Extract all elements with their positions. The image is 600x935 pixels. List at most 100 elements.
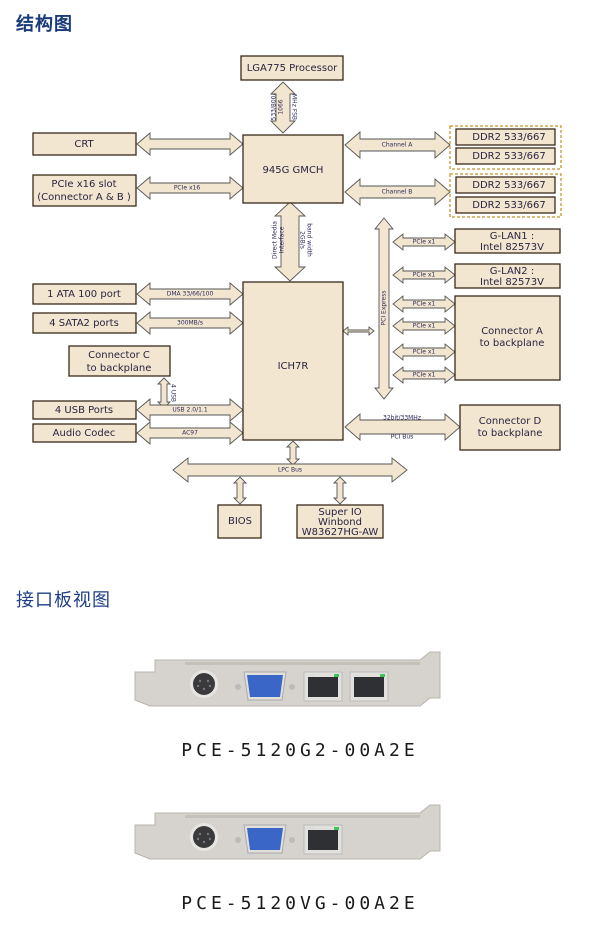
- bios-label: BIOS: [228, 516, 252, 527]
- io-bracket-2: [134, 804, 441, 860]
- pci-speed-label: 32bit/33MHz: [383, 415, 421, 422]
- glan1-label-2: Intel 82573V: [480, 242, 544, 253]
- pcie-x1-label: PCIe x1: [413, 301, 436, 308]
- ddr-a1-label: DDR2 533/667: [472, 132, 545, 143]
- usb4-arrow: [156, 377, 172, 409]
- block-diagram-title: 结构图: [16, 14, 73, 35]
- glan2-label-1: G-LAN2 :: [490, 266, 534, 277]
- connector-a-block: [454, 295, 561, 381]
- connector-d-block: [459, 404, 561, 451]
- lpc-bus-arrow: [172, 457, 408, 483]
- ddr-b2-block: [455, 196, 556, 214]
- ddr-b1-block: [455, 176, 556, 194]
- ich-label: ICH7R: [278, 361, 309, 372]
- channel-b-label: Channel B: [382, 189, 413, 196]
- rj45-port: [303, 824, 343, 855]
- ddr-a2-label: DDR2 533/667: [472, 151, 545, 162]
- ich-lpc-arrow: [285, 440, 301, 466]
- pcie-x1-label: PCIe x1: [413, 323, 436, 330]
- fsb-arrow: [269, 81, 297, 134]
- connector-d-label-1: Connector D: [479, 416, 542, 427]
- dmi-label-2: Interface: [279, 226, 286, 253]
- ata-block: [32, 283, 137, 305]
- lpc-bios-arrow: [232, 476, 248, 505]
- pci-express-bus: [374, 217, 394, 400]
- super-io-label-1: Super IO: [318, 507, 361, 518]
- sata-label: 4 SATA2 ports: [49, 318, 119, 329]
- glan1-label-1: G-LAN1 :: [490, 231, 534, 242]
- rj45-port: [303, 671, 343, 702]
- dmi-label-1: Direct Media: [272, 221, 279, 259]
- usb-version-label: USB 2.0/1.1: [172, 407, 208, 414]
- connector-c-label-1: Connector C: [88, 350, 150, 361]
- ac97-label: AC97: [182, 430, 198, 437]
- pcie-x1-label: PCIe x1: [413, 372, 436, 379]
- sata-speed-label: 300MB/s: [177, 320, 203, 327]
- ps2-port: [190, 823, 218, 851]
- fsb-label-2: 1066: [278, 99, 285, 114]
- usb4-label: 4 USB: [170, 384, 177, 402]
- usb-label: 4 USB Ports: [55, 405, 113, 416]
- sata-block: [32, 312, 137, 334]
- super-io-label-3: W83627HG-AW: [302, 527, 379, 538]
- crt-label: CRT: [74, 139, 94, 150]
- pcie-x1-label: PCIe x1: [413, 272, 436, 279]
- vga-port: [235, 824, 295, 854]
- pcie-x16-label: PCIe x16: [174, 185, 201, 192]
- glan2-label-2: Intel 82573V: [480, 277, 544, 288]
- dmi-arrow: [273, 201, 307, 282]
- channel-a-arrow: [344, 131, 451, 159]
- pcie-slot-label-1: PCIe x16 slot: [51, 179, 116, 190]
- block-diagram: LGA775 Processor 945G GMCH CRT PCIe x16 …: [32, 55, 562, 539]
- ddr-b2-label: DDR2 533/667: [472, 200, 545, 211]
- connector-a-label-1: Connector A: [481, 326, 543, 337]
- bios-block: [217, 504, 262, 539]
- glan2-block: [454, 263, 561, 289]
- cpu-block: [240, 55, 344, 81]
- vga-port: [235, 671, 295, 701]
- cpu-label: LGA775 Processor: [247, 63, 338, 74]
- gmch-label: 945G GMCH: [263, 165, 324, 176]
- audio-block: [32, 423, 137, 443]
- fsb-label-1: 533/800/: [271, 93, 278, 121]
- model-name-1: PCE-5120G2-00A2E: [181, 740, 419, 761]
- pci-bus-label: PCI Bus: [391, 434, 414, 441]
- rj45-port: [349, 671, 389, 702]
- connector-c-label-2: to backplane: [87, 363, 152, 374]
- gmch-block: [242, 134, 344, 204]
- lpc-sio-arrow: [332, 476, 348, 505]
- audio-label: Audio Codec: [53, 428, 116, 439]
- usb-block: [32, 400, 137, 420]
- crt-arrow: [136, 132, 244, 156]
- model-name-2: PCE-5120VG-00A2E: [181, 893, 419, 914]
- pcie-x1-label: PCIe x1: [413, 349, 436, 356]
- super-io-label-2: Winbond: [318, 517, 362, 528]
- crt-block: [32, 132, 137, 156]
- ata-label: 1 ATA 100 port: [47, 289, 121, 300]
- dmi-label-3: 2GB/s: [299, 231, 306, 249]
- fsb-label-3: MHz FSB: [291, 94, 298, 120]
- ddr-a1-block: [455, 128, 556, 146]
- io-bracket-1: [134, 651, 441, 707]
- dmi-label-4: band width: [306, 223, 313, 257]
- connector-d-label-2: to backplane: [478, 428, 543, 439]
- pci-express-label: PCI Express: [381, 291, 388, 326]
- super-io-block: [296, 504, 384, 539]
- connector-c-block: [68, 345, 171, 377]
- ps2-port: [190, 670, 218, 698]
- ddr-a2-block: [455, 147, 556, 165]
- channel-a-dimm-group: [449, 125, 562, 170]
- connector-a-label-2: to backplane: [480, 338, 545, 349]
- lpc-bus-label: LPC Bus: [278, 467, 302, 474]
- channel-a-label: Channel A: [382, 142, 414, 149]
- pcie-slot-block: [32, 174, 137, 207]
- ich-pcie-arrow: [342, 326, 375, 336]
- pcie-x1-label: PCIe x1: [413, 239, 436, 246]
- channel-b-dimm-group: [449, 173, 562, 218]
- dma-label: DMA 33/66/100: [167, 291, 214, 298]
- ich-block: [242, 281, 344, 441]
- pcie-slot-label-2: (Connector A & B ): [37, 192, 131, 203]
- ddr-b1-label: DDR2 533/667: [472, 180, 545, 191]
- io-panel-title: 接口板视图: [16, 590, 111, 611]
- glan1-block: [454, 228, 561, 254]
